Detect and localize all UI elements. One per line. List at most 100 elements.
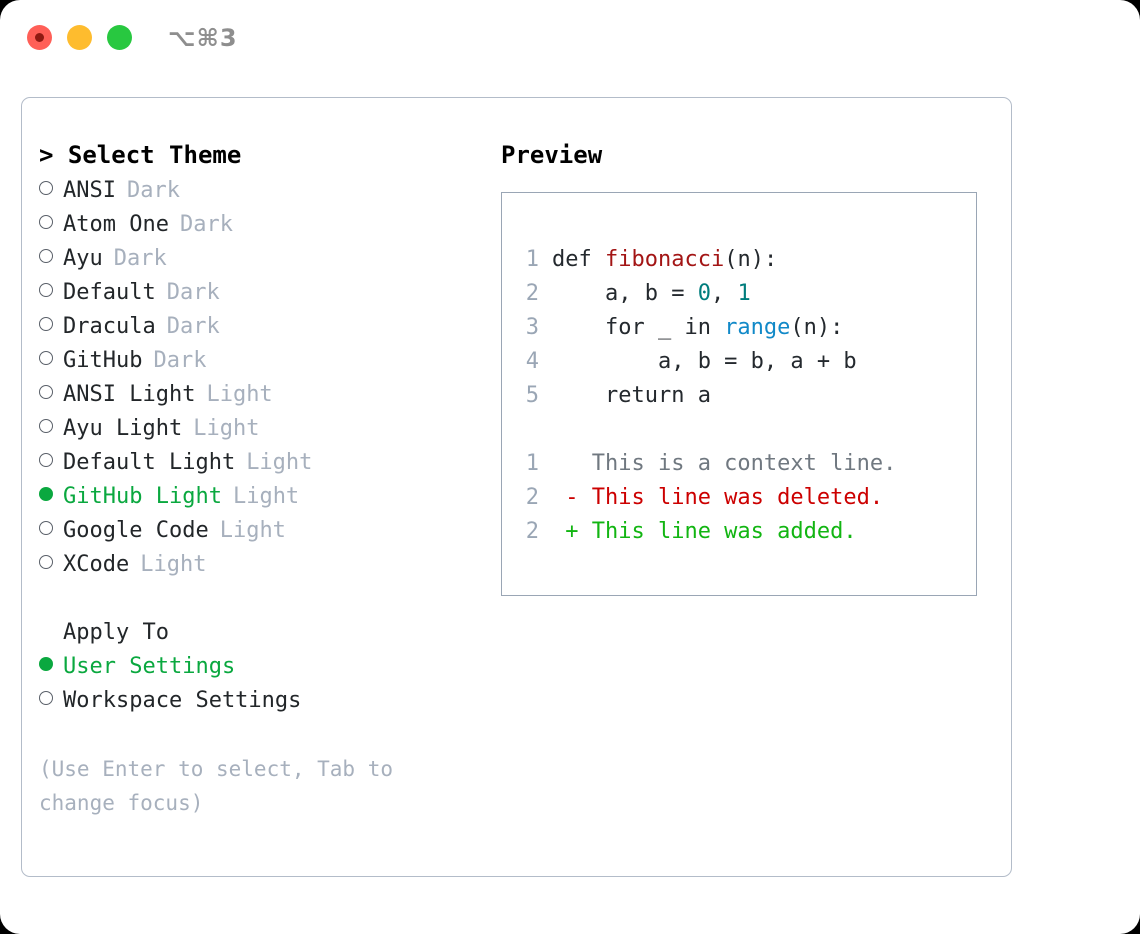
- code-line: 3 for _ in range(n):: [513, 311, 896, 345]
- code-line-text: a, b = b, a + b: [552, 345, 857, 379]
- apply-to-option-1[interactable]: Workspace Settings: [39, 684, 489, 718]
- theme-item-6[interactable]: ANSI Light Light: [39, 378, 489, 412]
- theme-item-variant-badge: Dark: [153, 348, 207, 373]
- code-line-text: + This line was added.: [552, 515, 857, 549]
- code-line: 4 a, b = b, a + b: [513, 345, 896, 379]
- line-number: 3: [525, 315, 539, 340]
- theme-item-variant-badge: Dark: [166, 280, 220, 305]
- theme-item-label: GitHub Light: [63, 484, 222, 509]
- line-number: 2: [525, 281, 539, 306]
- theme-item-label: Default: [63, 280, 156, 305]
- close-button[interactable]: [27, 25, 52, 50]
- theme-item-label: Default Light: [63, 450, 236, 475]
- code-line: 2 - This line was deleted.: [513, 481, 896, 515]
- keyboard-shortcut-label: ⌥⌘3: [168, 24, 238, 52]
- theme-item-variant-badge: Light: [206, 382, 273, 407]
- code-line: 2 a, b = 0, 1: [513, 277, 896, 311]
- theme-item-2[interactable]: Ayu Dark: [39, 242, 489, 276]
- code-token-plain: return a: [552, 383, 711, 408]
- code-token-call: range: [724, 315, 791, 340]
- theme-item-label: Dracula: [63, 314, 156, 339]
- radio-unselected-icon: [39, 419, 53, 433]
- radio-unselected-icon: [39, 181, 53, 195]
- minimize-button[interactable]: [67, 25, 92, 50]
- code-token-add: + This line was added.: [552, 519, 857, 544]
- line-number: 2: [525, 485, 539, 510]
- theme-item-variant-badge: Light: [140, 552, 207, 577]
- theme-item-label: Ayu Light: [63, 416, 183, 441]
- line-number: 5: [525, 383, 539, 408]
- code-token-del: - This line was deleted.: [552, 485, 884, 510]
- title-bar: ⌥⌘3: [0, 0, 1140, 78]
- code-token-plain: def: [552, 247, 605, 272]
- line-number: 4: [525, 349, 539, 374]
- radio-unselected-icon: [39, 215, 53, 229]
- radio-unselected-icon: [39, 249, 53, 263]
- radio-selected-icon: [39, 657, 53, 671]
- code-line-text: return a: [552, 379, 711, 413]
- theme-item-label: XCode: [63, 552, 130, 577]
- theme-item-9[interactable]: GitHub Light Light: [39, 480, 489, 514]
- theme-item-0[interactable]: ANSI Dark: [39, 174, 489, 208]
- theme-item-7[interactable]: Ayu Light Light: [39, 412, 489, 446]
- theme-item-variant-badge: Light: [232, 484, 300, 509]
- code-line-text: a, b = 0, 1: [552, 277, 751, 311]
- code-line-text: This is a context line.: [552, 447, 897, 481]
- theme-item-variant-badge: Light: [246, 450, 313, 475]
- radio-unselected-icon: [39, 691, 53, 705]
- theme-item-variant-badge: Dark: [166, 314, 220, 339]
- radio-selected-icon: [39, 487, 53, 501]
- code-blank-separator: [513, 413, 896, 447]
- theme-item-4[interactable]: Dracula Dark: [39, 310, 489, 344]
- line-number: 2: [525, 519, 539, 544]
- code-line: 1 This is a context line.: [513, 447, 897, 481]
- line-number: 1: [525, 247, 539, 272]
- theme-item-label: Atom One: [63, 212, 169, 237]
- theme-item-variant-badge: Dark: [126, 178, 180, 203]
- theme-item-label: ANSI Light: [63, 382, 196, 407]
- theme-item-variant-badge: Dark: [179, 212, 233, 237]
- radio-unselected-icon: [39, 283, 53, 297]
- theme-item-label: ANSI: [63, 178, 116, 203]
- code-token-func: fibonacci: [604, 247, 725, 272]
- code-line: 2 + This line was added.: [513, 515, 896, 549]
- maximize-button[interactable]: [107, 25, 132, 50]
- preview-pane-title: Preview: [501, 141, 603, 169]
- apply-to-title: Apply To: [63, 620, 169, 645]
- apply-to-option-label: User Settings: [63, 654, 236, 679]
- code-line-text: for _ in range(n):: [552, 311, 843, 345]
- code-token-num: 0: [697, 281, 711, 306]
- code-token-ctx: This is a context line.: [552, 451, 897, 476]
- apply-to-option-0[interactable]: User Settings: [39, 650, 489, 684]
- radio-unselected-icon: [39, 385, 53, 399]
- theme-item-8[interactable]: Default Light Light: [39, 446, 489, 480]
- theme-item-variant-badge: Dark: [113, 246, 167, 271]
- theme-item-variant-badge: Light: [193, 416, 260, 441]
- code-token-plain: for _ in: [552, 315, 725, 340]
- radio-unselected-icon: [39, 317, 53, 331]
- code-token-plain: a, b =: [552, 281, 698, 306]
- theme-item-11[interactable]: XCode Light: [39, 548, 489, 582]
- code-token-plain: a, b = b, a + b: [552, 349, 857, 374]
- theme-item-label: Ayu: [63, 246, 103, 271]
- theme-item-1[interactable]: Atom One Dark: [39, 208, 489, 242]
- code-token-num: 1: [737, 281, 751, 306]
- radio-unselected-icon: [39, 555, 53, 569]
- code-token-plain: (n):: [790, 315, 844, 340]
- theme-item-3[interactable]: Default Dark: [39, 276, 489, 310]
- theme-pane-title: > Select Theme: [39, 141, 242, 169]
- code-token-plain: ,: [710, 281, 738, 306]
- line-number: 1: [525, 451, 539, 476]
- code-token-plain: (n):: [724, 247, 778, 272]
- window-controls: [27, 25, 132, 50]
